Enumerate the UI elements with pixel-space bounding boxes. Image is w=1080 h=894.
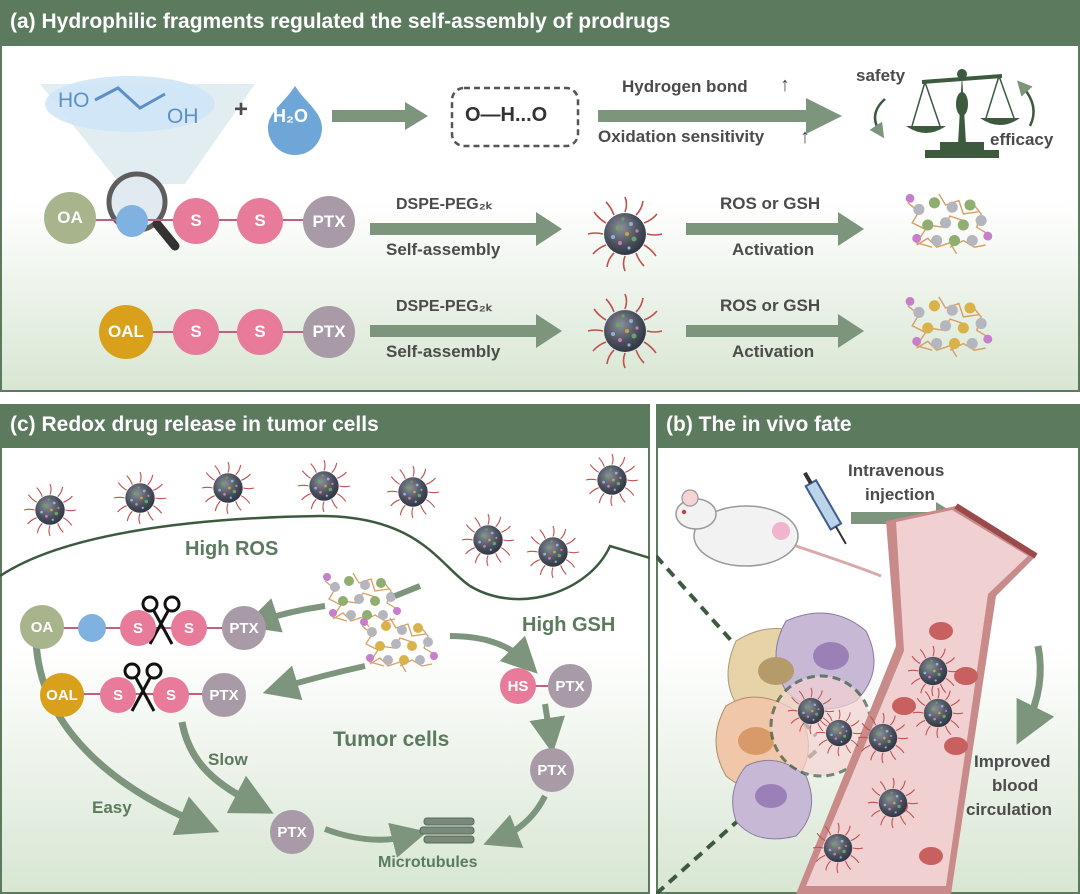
ptx-label-a1: PTX bbox=[312, 212, 346, 231]
oal-label-c: OAL bbox=[46, 686, 78, 704]
panel-c-header: (c) Redox drug release in tumor cells bbox=[0, 404, 650, 446]
oa-circle: OA bbox=[44, 192, 96, 244]
slow-label: Slow bbox=[208, 750, 248, 769]
s4-circle: S bbox=[237, 309, 283, 355]
microtubules-icon bbox=[419, 817, 475, 844]
iv-label-2: injection bbox=[865, 485, 935, 504]
syringe-icon bbox=[803, 471, 847, 545]
balance-scale-icon bbox=[906, 69, 1020, 158]
iv-label-1: Intravenous bbox=[848, 461, 945, 480]
panel-b-header: (b) The in vivo fate bbox=[656, 404, 1080, 446]
ptx-circle-a1: PTX bbox=[303, 196, 355, 248]
ros-gsh-label-2: ROS or GSH bbox=[720, 296, 821, 315]
s2-label-c: S bbox=[183, 619, 194, 637]
oh-label: OH bbox=[167, 105, 199, 128]
panel-a-graphics bbox=[40, 69, 1035, 369]
panel-c-graphics bbox=[0, 453, 650, 858]
panel-a-title: (a) Hydrophilic fragments regulated the … bbox=[10, 10, 671, 33]
ptx-label-c2: PTX bbox=[209, 686, 239, 704]
ptx-label-c3: PTX bbox=[555, 677, 585, 695]
oa-label-c: OA bbox=[30, 618, 54, 636]
high-gsh-label: High GSH bbox=[522, 614, 616, 636]
oxidation-label: Oxidation sensitivity bbox=[598, 127, 765, 146]
easy-label: Easy bbox=[92, 798, 132, 817]
self-assembly-label-2: Self-assembly bbox=[386, 342, 501, 361]
scissors-icon-2 bbox=[123, 662, 163, 712]
activation-label-2: Activation bbox=[732, 342, 815, 361]
ptx-circle-a2: PTX bbox=[303, 306, 355, 358]
hs-circle: HS bbox=[500, 668, 536, 704]
scissors-icon-1 bbox=[141, 595, 181, 645]
s4-label-c: S bbox=[165, 686, 176, 704]
oal-circle: OAL bbox=[99, 305, 153, 359]
oa-label: OA bbox=[57, 208, 83, 227]
ptx-circle-c1: PTX bbox=[222, 606, 266, 650]
panel-b-title: (b) The in vivo fate bbox=[666, 413, 852, 436]
activation-label-1: Activation bbox=[732, 240, 815, 259]
s1-circle: S bbox=[173, 198, 219, 244]
oa-circle-c: OA bbox=[20, 605, 64, 649]
s1-circle-c: S bbox=[120, 610, 156, 646]
s2-label: S bbox=[254, 211, 266, 230]
hs-label: HS bbox=[507, 677, 529, 695]
ptx-label-c5: PTX bbox=[277, 823, 307, 841]
linker-circle bbox=[116, 205, 148, 237]
water-label: H₂O bbox=[273, 106, 308, 126]
tumor-cells-label: Tumor cells bbox=[333, 728, 450, 751]
oal-label: OAL bbox=[108, 322, 144, 341]
hydrogen-bond-label: Hydrogen bond bbox=[622, 77, 748, 96]
s2-circle: S bbox=[237, 198, 283, 244]
s3-label: S bbox=[190, 322, 202, 341]
improved-label-2: blood bbox=[992, 776, 1039, 795]
ros-gsh-label-1: ROS or GSH bbox=[720, 194, 821, 213]
dspe-label-2: DSPE-PEG₂ₖ bbox=[396, 298, 493, 315]
s3-circle: S bbox=[173, 309, 219, 355]
safety-label: safety bbox=[856, 66, 906, 85]
nanoparticle-a1 bbox=[587, 196, 663, 272]
panel-c-title: (c) Redox drug release in tumor cells bbox=[10, 413, 379, 436]
ptx-label-c1: PTX bbox=[229, 619, 259, 637]
oxidation-up-arrow: ↑ bbox=[800, 126, 810, 148]
ptx-label-c4: PTX bbox=[537, 761, 567, 779]
s2-circle-c: S bbox=[171, 610, 207, 646]
s4-label: S bbox=[254, 322, 266, 341]
mouse-icon bbox=[675, 489, 882, 578]
nanoparticle-a2 bbox=[587, 293, 663, 369]
ptx-label-a2: PTX bbox=[312, 322, 346, 341]
ptx-circle-c4: PTX bbox=[530, 748, 574, 792]
ptx-circle-c3: PTX bbox=[548, 664, 592, 708]
ho-label: HO bbox=[58, 89, 90, 112]
linker-circle-c bbox=[78, 614, 106, 642]
improved-label-3: circulation bbox=[966, 800, 1052, 819]
drug-cluster-oa bbox=[904, 193, 993, 255]
high-ros-label: High ROS bbox=[185, 538, 279, 560]
s4-circle-c: S bbox=[153, 677, 189, 713]
ptx-circle-c2: PTX bbox=[202, 673, 246, 717]
ptx-circle-c5: PTX bbox=[270, 810, 314, 854]
plus-label: + bbox=[234, 96, 249, 123]
oal-circle-c: OAL bbox=[40, 673, 84, 717]
improved-label-1: Improved bbox=[974, 752, 1051, 771]
panel-c-body bbox=[0, 446, 650, 894]
microtubules-label: Microtubules bbox=[378, 854, 478, 871]
hbond-box-label: O—H...O bbox=[465, 104, 548, 126]
efficacy-label: efficacy bbox=[990, 130, 1054, 149]
panel-b-graphics bbox=[656, 471, 1055, 894]
s3-label-c: S bbox=[112, 686, 123, 704]
panel-a-header: (a) Hydrophilic fragments regulated the … bbox=[0, 0, 1080, 44]
hbond-up-arrow: ↑ bbox=[780, 74, 790, 96]
drug-cluster-oal bbox=[904, 296, 993, 358]
self-assembly-label-1: Self-assembly bbox=[386, 240, 501, 259]
s1-label: S bbox=[190, 211, 202, 230]
s3-circle-c: S bbox=[100, 677, 136, 713]
s1-label-c: S bbox=[132, 619, 143, 637]
dspe-label-1: DSPE-PEG₂ₖ bbox=[396, 196, 493, 213]
